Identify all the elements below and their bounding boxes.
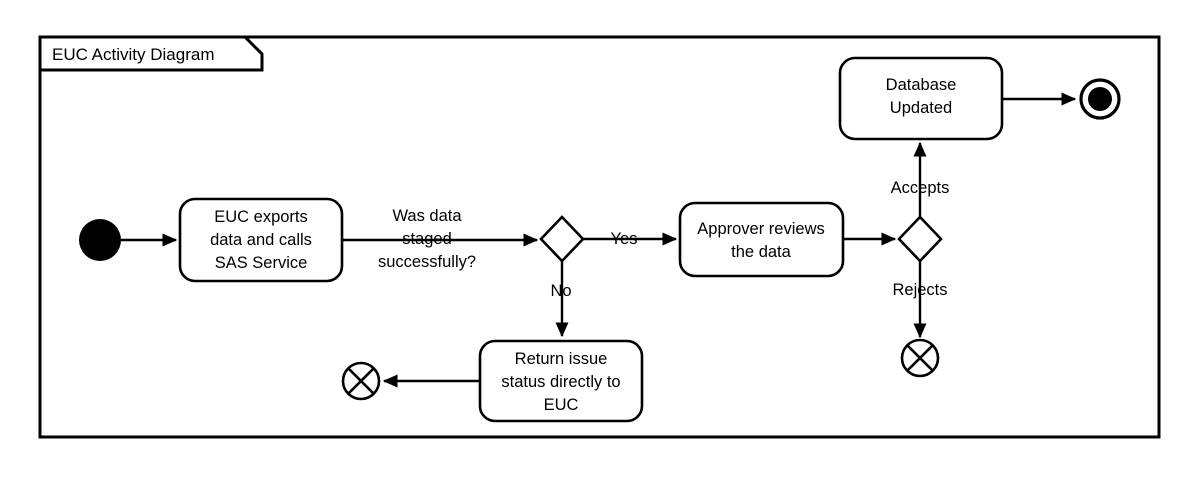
action-return-issue-line-3: EUC [544,396,579,414]
edge-label-yes: Yes [611,230,638,248]
diagram-frame [38,35,1161,439]
action-approver-review-line-2: the data [731,243,791,261]
edge-label-no: No [550,282,571,300]
activity-final-node-dot [1088,87,1112,111]
frame-name-tab [38,35,264,72]
initial-node[interactable] [79,219,121,261]
decision-approval[interactable] [897,215,943,263]
action-database-updated-line-1: Database [886,76,957,94]
decision-data-staged[interactable] [539,215,585,263]
action-euc-export-line-2: data and calls [210,231,312,249]
edge-label-accepts: Accepts [891,179,950,197]
action-euc-export-line-1: EUC exports [214,208,308,226]
frame-label: EUC Activity Diagram [52,45,214,64]
flow-final-node-rejects-cross-icon [906,344,934,372]
action-approver-review[interactable] [678,201,845,278]
action-euc-export-line-3: SAS Service [215,254,308,272]
staged-question-line-3: successfully? [378,253,476,271]
action-return-issue-line-2: status directly to [501,373,620,391]
staged-question-line-2: staged [402,230,452,248]
edge-label-rejects: Rejects [892,281,947,299]
staged-question-line-1: Was data [392,207,462,225]
action-database-updated-line-2: Updated [890,99,952,117]
flow-final-node-issue-cross-icon [347,367,375,395]
action-return-issue-line-1: Return issue [515,350,608,368]
action-approver-review-line-1: Approver reviews [697,220,824,238]
